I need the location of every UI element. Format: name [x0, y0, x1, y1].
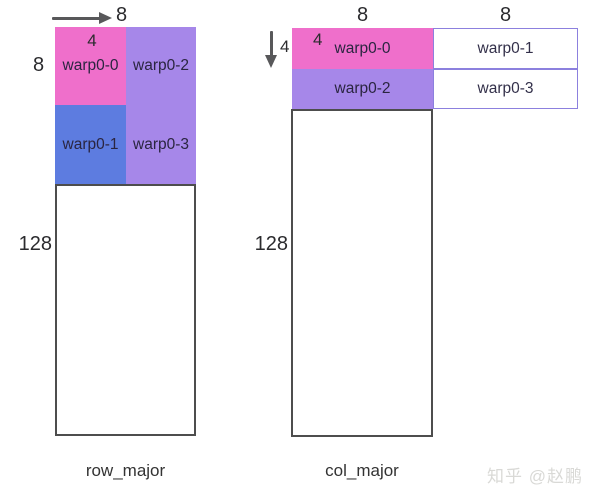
arrow-down-icon — [265, 55, 277, 68]
row-major-width-label: 8 — [116, 4, 128, 26]
warp-label: warp0-1 — [477, 39, 534, 57]
col-major-matrix-height-label: 128 — [254, 233, 288, 255]
warp-block-row-major-2: warp0-2 — [126, 27, 196, 105]
warp-block-row-major-1: warp0-1 — [55, 105, 126, 184]
col-major-col2-width-label: 8 — [499, 4, 512, 26]
row-major-matrix-rect — [55, 184, 196, 436]
row-major-tile-width-label: 4 — [87, 31, 97, 50]
col-major-matrix-rect — [291, 109, 433, 437]
warp-block-row-major-0: warp0-0 — [55, 27, 126, 105]
warp-label: warp0-2 — [334, 80, 391, 97]
col-major-caption: col_major — [325, 461, 399, 480]
warp-label: warp0-0 — [334, 39, 391, 57]
warp-label: warp0-0 — [62, 57, 119, 74]
row-major-tile-height-label: 8 — [33, 54, 45, 76]
col-major-col1-width-label: 8 — [356, 4, 369, 26]
arrow-right-icon — [99, 12, 112, 24]
col-major-direction-arrow — [270, 31, 273, 56]
warp-label: warp0-3 — [477, 80, 534, 97]
warp-label: warp0-2 — [133, 57, 189, 74]
warp-block-col-major-3: warp0-3 — [433, 69, 578, 109]
warp-block-col-major-0: warp0-0 — [292, 28, 433, 69]
zhihu-watermark: 知乎 @赵鹏 — [487, 467, 583, 486]
col-major-side-tile-height-label: 4 — [280, 37, 290, 56]
warp-block-col-major-2: warp0-2 — [292, 69, 433, 109]
warp-block-row-major-3: warp0-3 — [126, 105, 196, 184]
warp-label: warp0-1 — [62, 135, 119, 153]
row-major-caption: row_major — [85, 461, 166, 480]
row-major-matrix-height-label: 128 — [18, 233, 52, 255]
warp-block-col-major-1: warp0-1 — [433, 28, 578, 69]
row-major-direction-arrow — [52, 17, 100, 20]
col-major-inner-tile-height-label: 4 — [313, 30, 323, 49]
warp-label: warp0-3 — [133, 135, 189, 153]
